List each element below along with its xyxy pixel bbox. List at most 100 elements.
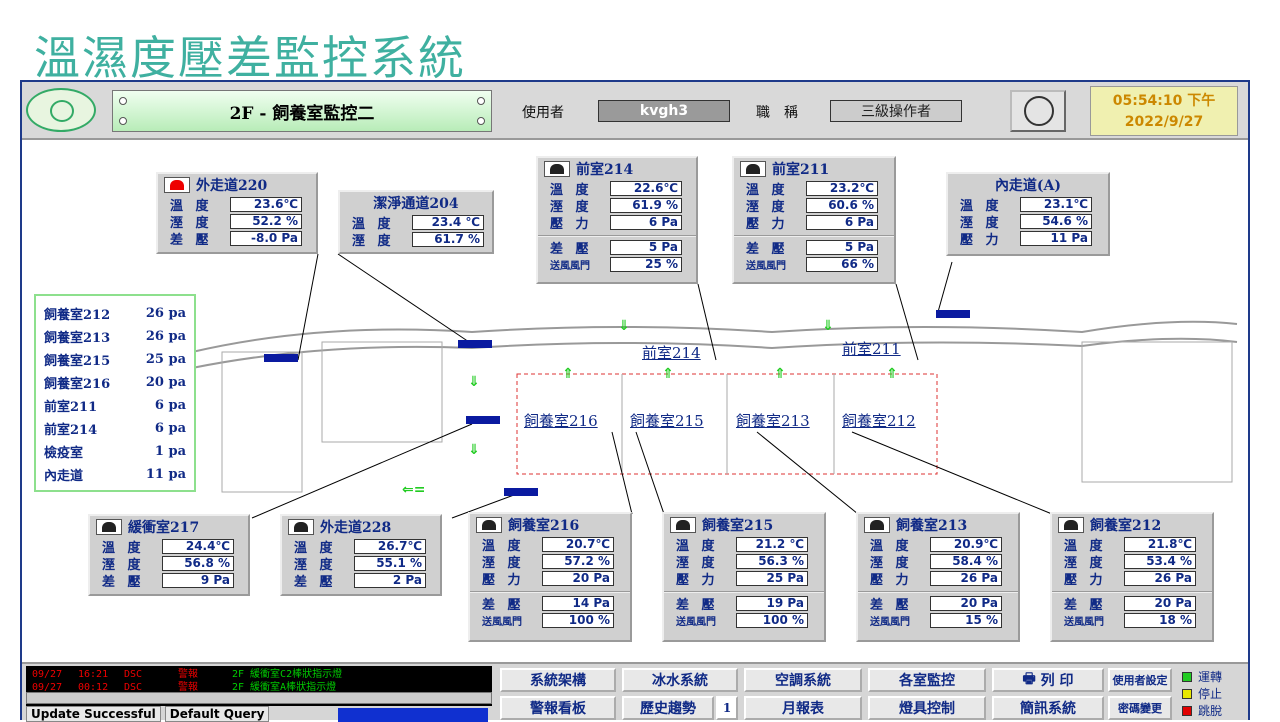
clock: 05:54:10 下午 2022/9/27 [1090, 86, 1238, 136]
airflow-arrow: ⇐= [402, 482, 426, 498]
temp-value: 23.6℃ [230, 197, 302, 212]
nav-rooms-button[interactable]: 各室監控 [868, 668, 986, 692]
nav-hvac-button[interactable]: 空調系統 [744, 668, 862, 692]
scada-window: 2F - 飼養室監控二 使用者 kvgh3 職 稱 三級操作者 05:54:10… [20, 80, 1250, 722]
diff-value: 14 Pa [542, 596, 614, 611]
room-link-216[interactable]: 飼養室216 [524, 412, 598, 430]
pressure-value: 20 pa [145, 375, 186, 390]
press-value: 11 Pa [1020, 231, 1092, 246]
pressure-name: 飼養室213 [44, 331, 111, 346]
trip-indicator [1182, 705, 1192, 716]
nav-system-button[interactable]: 系統架構 [500, 668, 616, 692]
alarm-board-button[interactable]: 警報看板 [500, 696, 616, 720]
user-field: kvgh3 [598, 100, 730, 122]
room-link-215[interactable]: 飼養室215 [630, 412, 704, 430]
role-label: 職 稱 [756, 105, 798, 121]
page-title: 2F - 飼養室監控二 [229, 103, 375, 124]
panel-title: 前室214 [576, 162, 634, 178]
hum-value: 56.8 % [162, 556, 234, 571]
trend-number[interactable]: 1 [716, 696, 738, 720]
sms-system-button[interactable]: 簡訊系統 [992, 696, 1104, 720]
print-button[interactable]: 🖶 列 印 [992, 668, 1104, 692]
press-value: 20 Pa [542, 571, 614, 586]
hum-value: 55.1 % [354, 556, 426, 571]
airflow-arrow: ⇓ [468, 374, 480, 390]
diff-value: 5 Pa [806, 240, 878, 255]
logout-icon [1024, 96, 1054, 126]
run-indicator [1182, 671, 1192, 682]
pressure-value: 11 pa [145, 467, 186, 482]
nav-chiller-button[interactable]: 冰水系統 [622, 668, 738, 692]
pressure-name: 飼養室212 [44, 308, 111, 323]
log-msg: 2F 緩衝室C2棒狀指示燈 [232, 669, 343, 680]
pressure-name: 前室214 [44, 423, 98, 438]
hum-value: 60.6 % [806, 198, 878, 213]
diff-value: 9 Pa [162, 573, 234, 588]
airflow-arrow: ⇓ [618, 318, 630, 334]
room-link-ante214[interactable]: 前室214 [642, 344, 701, 362]
temp-value: 21.2 ℃ [736, 537, 808, 552]
stop-indicator [1182, 688, 1192, 699]
temp-value: 26.7℃ [354, 539, 426, 554]
sensor-marker [936, 310, 970, 318]
room-link-212[interactable]: 飼養室212 [842, 412, 916, 430]
panel-title: 潔淨通道204 [373, 196, 459, 212]
log-time: 00:12 [78, 682, 109, 693]
temp-value: 20.7℃ [542, 537, 614, 552]
log-type: 警報 [178, 669, 198, 680]
hospital-logo [26, 88, 96, 132]
user-label: 使用者 [522, 105, 564, 121]
history-trend-button[interactable]: 歷史趨勢 [622, 696, 714, 720]
alarm-bell-icon [476, 517, 502, 533]
room-link-ante211[interactable]: 前室211 [842, 340, 901, 358]
pressure-value: 6 pa [154, 398, 186, 413]
monthly-report-button[interactable]: 月報表 [744, 696, 862, 720]
log-time: 16:21 [78, 669, 109, 680]
press-value: 6 Pa [806, 215, 878, 230]
room-link-213[interactable]: 飼養室213 [736, 412, 810, 430]
user-settings-button[interactable]: 使用者設定 [1108, 668, 1172, 692]
log-date: 09/27 [32, 669, 63, 680]
alarm-bell-icon [740, 161, 766, 177]
logout-button[interactable] [1010, 90, 1066, 132]
diff-value: 2 Pa [354, 573, 426, 588]
diff-value: 20 Pa [930, 596, 1002, 611]
log-date: 09/27 [32, 682, 63, 693]
fan-value: 15 % [930, 613, 1002, 628]
password-change-button[interactable]: 密碼變更 [1108, 696, 1172, 720]
airflow-arrow: ⇓ [822, 318, 834, 334]
diff-value: 20 Pa [1124, 596, 1196, 611]
panel-title: 前室211 [772, 162, 830, 178]
alarm-bell-icon [288, 519, 314, 535]
sensor-marker [264, 354, 298, 362]
diff-value: 19 Pa [736, 596, 808, 611]
light-control-button[interactable]: 燈具控制 [868, 696, 986, 720]
temp-value: 22.6℃ [610, 181, 682, 196]
log-scrollbar[interactable] [26, 692, 492, 704]
panel-title: 緩衝室217 [128, 520, 200, 536]
top-bar: 2F - 飼養室監控二 使用者 kvgh3 職 稱 三級操作者 05:54:10… [22, 82, 1248, 140]
press-value: 25 Pa [736, 571, 808, 586]
log-type: 警報 [178, 682, 198, 693]
